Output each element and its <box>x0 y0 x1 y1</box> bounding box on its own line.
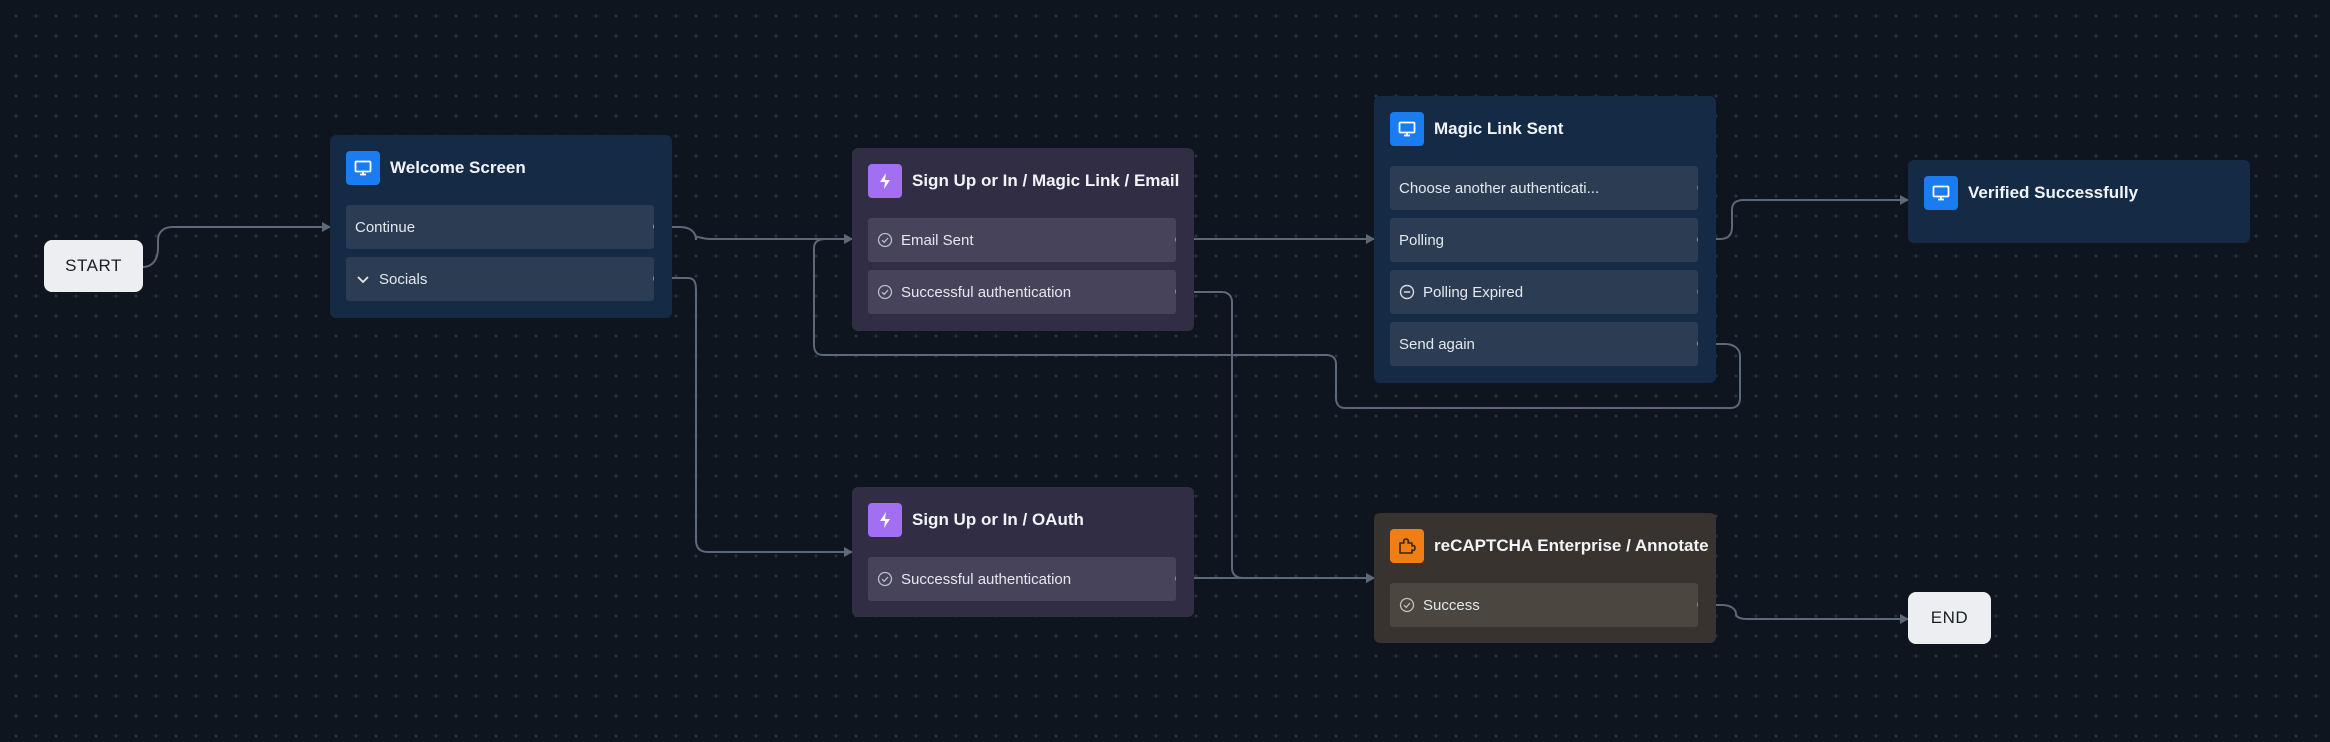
edge-success-to-end <box>1701 604 1909 624</box>
welcome-screen-title: Welcome Screen <box>390 158 526 177</box>
send-again-port[interactable] <box>1697 340 1698 347</box>
polling-row[interactable]: Polling <box>1390 218 1698 262</box>
oauth-header: Sign Up or In / OAuth <box>868 503 1084 537</box>
check-circle-icon <box>1399 597 1415 613</box>
recaptcha-success-label: Success <box>1423 596 1480 614</box>
continue-label: Continue <box>355 218 416 236</box>
choose-another-port[interactable] <box>1697 184 1698 191</box>
email-sent-label: Email Sent <box>901 231 974 249</box>
edge-socials-to-oauth <box>658 277 853 557</box>
recaptcha-header: reCAPTCHA Enterprise / Annotate <box>1390 529 1709 563</box>
verified-successfully-header: Verified Successfully <box>1924 176 2138 210</box>
magic-link-sent-title: Magic Link Sent <box>1434 119 1564 138</box>
magic-link-sent-node[interactable]: Magic Link Sent Choose another authentic… <box>1374 96 1716 383</box>
lightning-icon <box>868 503 902 537</box>
check-circle-icon <box>877 284 893 300</box>
oauth-node[interactable]: Sign Up or In / OAuth Successful authent… <box>852 487 1194 617</box>
polling-expired-label: Polling Expired <box>1423 283 1524 301</box>
magic-link-email-title: Sign Up or In / Magic Link / Email <box>912 171 1180 190</box>
socials-port[interactable] <box>653 275 654 282</box>
end-label: END <box>1930 608 1969 627</box>
send-again-row[interactable]: Send again <box>1390 322 1698 366</box>
recaptcha-node[interactable]: reCAPTCHA Enterprise / Annotate Success <box>1374 513 1716 643</box>
magic-link-success-row[interactable]: Successful authentication <box>868 270 1176 314</box>
lightning-icon <box>868 164 902 198</box>
socials-row[interactable]: Socials <box>346 257 654 301</box>
oauth-success-port[interactable] <box>1175 575 1176 582</box>
recaptcha-success-row[interactable]: Success <box>1390 583 1698 627</box>
email-sent-port[interactable] <box>1175 236 1176 243</box>
start-label: START <box>65 256 122 275</box>
edge-sendagain-to-magiclink <box>813 234 1741 409</box>
oauth-success-label: Successful authentication <box>901 570 1072 588</box>
check-circle-icon <box>877 232 893 248</box>
continue-port[interactable] <box>653 223 654 230</box>
verified-successfully-node[interactable]: Verified Successfully <box>1908 160 2250 243</box>
chevron-down-icon[interactable] <box>355 271 371 287</box>
magic-link-email-header: Sign Up or In / Magic Link / Email <box>868 164 1179 198</box>
edge-magiclinkauth-to-recaptcha <box>1182 291 1375 583</box>
welcome-screen-header: Welcome Screen <box>346 151 526 185</box>
choose-another-label: Choose another authenticati... <box>1399 179 1600 197</box>
recaptcha-success-port[interactable] <box>1697 601 1698 608</box>
check-circle-icon <box>877 571 893 587</box>
email-sent-row[interactable]: Email Sent <box>868 218 1176 262</box>
monitor-icon <box>1390 112 1424 146</box>
choose-another-row[interactable]: Choose another authenticati... <box>1390 166 1698 210</box>
magic-link-success-port[interactable] <box>1175 288 1176 295</box>
puzzle-icon <box>1390 529 1424 563</box>
edge-start-to-welcome <box>142 222 331 268</box>
oauth-success-row[interactable]: Successful authentication <box>868 557 1176 601</box>
magic-link-sent-header: Magic Link Sent <box>1390 112 1563 146</box>
oauth-title: Sign Up or In / OAuth <box>912 510 1084 529</box>
verified-successfully-title: Verified Successfully <box>1968 183 2139 202</box>
recaptcha-title: reCAPTCHA Enterprise / Annotate <box>1434 536 1709 555</box>
polling-port[interactable] <box>1697 236 1698 243</box>
magic-link-success-label: Successful authentication <box>901 283 1072 301</box>
edge-polling-to-verified <box>1701 195 1909 240</box>
edge-continue-to-magiclink <box>658 226 853 244</box>
polling-expired-port[interactable] <box>1697 288 1698 295</box>
monitor-icon <box>346 151 380 185</box>
polling-label: Polling <box>1399 231 1445 249</box>
start-node[interactable]: START <box>44 240 143 292</box>
welcome-screen-node[interactable]: Welcome Screen Continue Socials <box>330 135 672 318</box>
magic-link-email-node[interactable]: Sign Up or In / Magic Link / Email Email… <box>852 148 1194 331</box>
polling-expired-row[interactable]: Polling Expired <box>1390 270 1698 314</box>
end-node[interactable]: END <box>1908 592 1991 644</box>
minus-circle-icon <box>1399 284 1415 300</box>
send-again-label: Send again <box>1399 335 1475 353</box>
socials-label: Socials <box>379 270 428 288</box>
continue-row[interactable]: Continue <box>346 205 654 249</box>
monitor-icon <box>1924 176 1958 210</box>
